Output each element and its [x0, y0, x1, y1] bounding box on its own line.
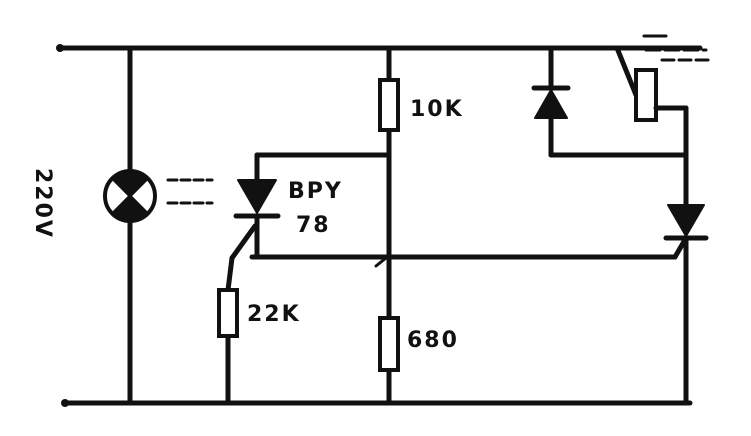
lamp	[103, 45, 157, 406]
resistor-680-label: 680	[407, 328, 459, 353]
bottom-rail	[61, 399, 693, 407]
resistor-10k	[378, 78, 400, 132]
thyristor	[663, 204, 709, 406]
resistor-22k	[217, 288, 239, 338]
resistor-10k-label: 10K	[410, 97, 464, 122]
top-rail	[56, 44, 703, 52]
phototransistor-label-line1: BPY	[288, 179, 343, 204]
supply-voltage-label: 220V	[30, 168, 55, 239]
relay	[614, 34, 712, 208]
resistor-680	[378, 316, 400, 372]
phototransistor-label-line2: 78	[296, 213, 331, 238]
light-rays	[166, 178, 214, 205]
phototransistor-bpy78	[229, 152, 678, 261]
diode	[531, 45, 689, 158]
resistor-22k-label: 22K	[247, 302, 301, 327]
base-wire	[225, 255, 235, 406]
